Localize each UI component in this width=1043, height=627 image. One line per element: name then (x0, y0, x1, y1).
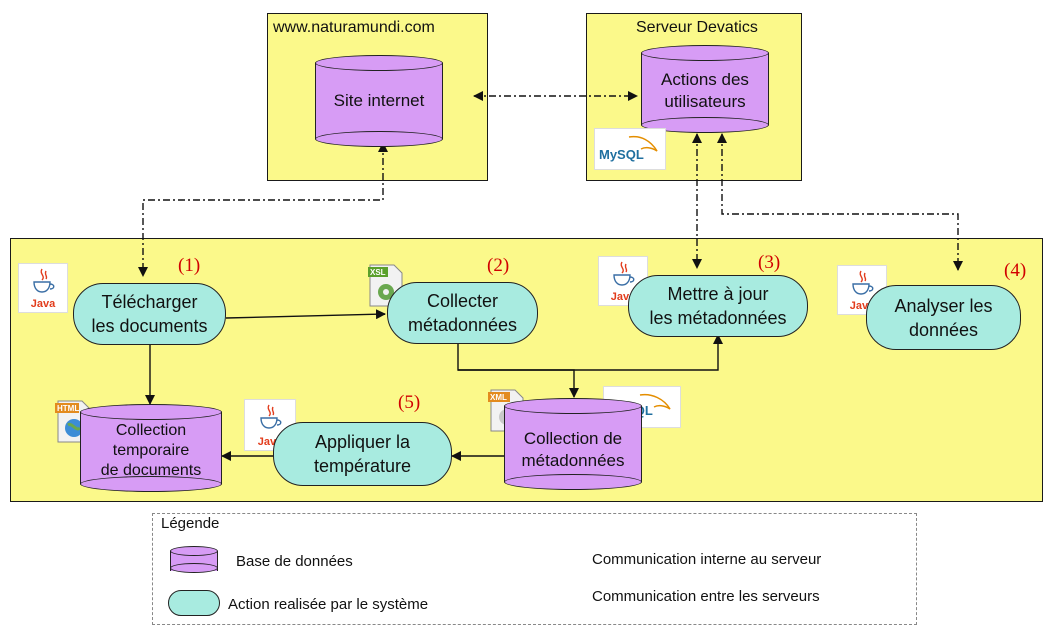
temp-docs-label-2: temporaire (112, 442, 190, 459)
user-actions-label-1: Actions des (661, 70, 749, 89)
legend-action-label: Action realisée par le système (228, 596, 429, 613)
collect-to-update-arrow (458, 334, 723, 371)
user-actions-db: Actions des utilisateurs (641, 45, 769, 133)
legend-database-label: Base de données (236, 553, 353, 570)
step-4-number: (4) (1004, 260, 1027, 281)
temp-docs-label-3: de documents (100, 462, 202, 479)
mysql-logo-icon: MySQL (594, 128, 666, 170)
site-internet-label: Site internet (333, 91, 425, 110)
step-5-number: (5) (398, 392, 421, 413)
step-3-number: (3) (758, 252, 781, 273)
svg-text:HTML: HTML (57, 404, 79, 413)
legend-internal-label: Communication interne au serveur (592, 551, 822, 568)
metadata-label-1: Collection de (523, 429, 623, 448)
download-to-collect-arrow (225, 309, 386, 320)
step-1-number: (1) (178, 255, 201, 276)
devatics-server-title: Serveur Devatics (636, 19, 758, 36)
svg-text:XSL: XSL (370, 268, 386, 277)
legend-action-swatch (168, 590, 220, 616)
user-actions-label-2: utilisateurs (664, 92, 746, 111)
legend-database-swatch (170, 546, 218, 576)
metadata-label-2: métadonnées (521, 451, 625, 470)
legend-box (152, 513, 917, 625)
metadata-collection-db: Collection de métadonnées (504, 398, 642, 490)
legend-title: Légende (161, 515, 220, 532)
site-internet-db: Site internet (315, 55, 443, 147)
svg-text:XML: XML (490, 393, 507, 402)
step-2-number: (2) (487, 255, 510, 276)
actions-to-analyse-link (717, 133, 963, 271)
legend-external-label: Communication entre les serveurs (592, 588, 820, 605)
naturamundi-server-title: www.naturamundi.com (273, 19, 435, 36)
temporary-documents-db: Collection temporaire de documents (80, 404, 222, 492)
java-icon: Java (18, 263, 68, 313)
site-to-download-link (138, 142, 388, 277)
temp-docs-label-1: Collection (115, 422, 187, 439)
